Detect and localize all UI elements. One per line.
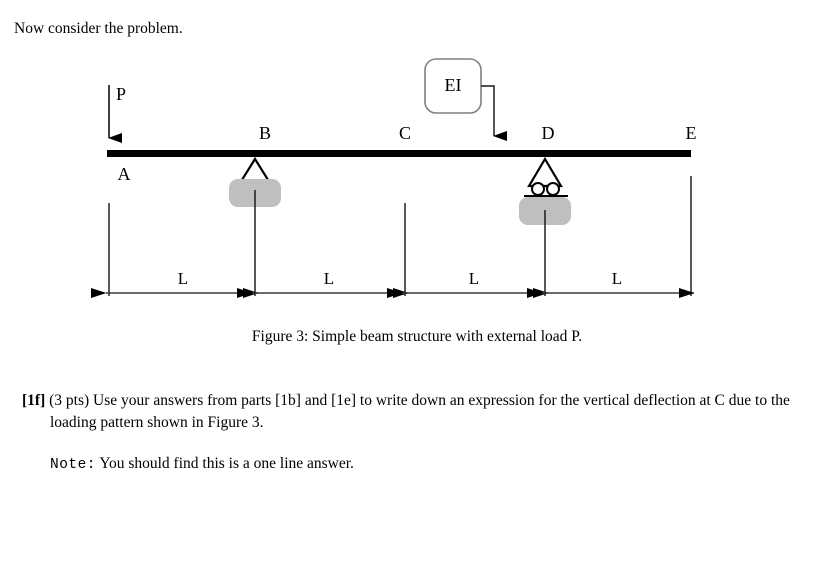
dim-label-de: L (612, 269, 622, 288)
question-tag: [1f] (22, 392, 46, 409)
extension-lines (108, 176, 692, 296)
roller-wheel-right-icon (546, 182, 560, 196)
figure-3-diagram: EI P B C D E A (0, 40, 834, 320)
dim-label-bc: L (324, 269, 334, 288)
ei-label: EI (445, 75, 462, 95)
question-note: Note: You should find this is a one line… (50, 455, 354, 474)
ei-pointer-line (481, 85, 507, 141)
node-label-e: E (686, 123, 697, 143)
node-label-b: B (259, 123, 271, 143)
note-text: You should find this is a one line answe… (99, 455, 354, 472)
node-label-a: A (118, 164, 131, 184)
ei-callout: EI (424, 58, 507, 141)
load-p-label: P (116, 84, 126, 104)
node-label-d: D (542, 123, 555, 143)
beam (107, 150, 691, 157)
intro-paragraph: Now consider the problem. (14, 20, 183, 37)
note-keyword: Note: (50, 457, 97, 473)
roller-triangle-icon (527, 156, 563, 188)
question-points: (3 pts) (49, 392, 90, 409)
roller-wheel-left-icon (531, 182, 545, 196)
node-label-c: C (399, 123, 411, 143)
dim-label-cd: L (469, 269, 479, 288)
question-1f: [1f] (3 pts) Use your answers from parts… (22, 390, 802, 434)
dim-label-ab: L (178, 269, 188, 288)
question-text: Use your answers from parts [1b] and [1e… (50, 392, 790, 431)
load-p: P (108, 84, 126, 143)
figure-caption: Figure 3: Simple beam structure with ext… (251, 328, 583, 345)
beam-diagram-svg: EI P B C D E A (91, 58, 697, 298)
